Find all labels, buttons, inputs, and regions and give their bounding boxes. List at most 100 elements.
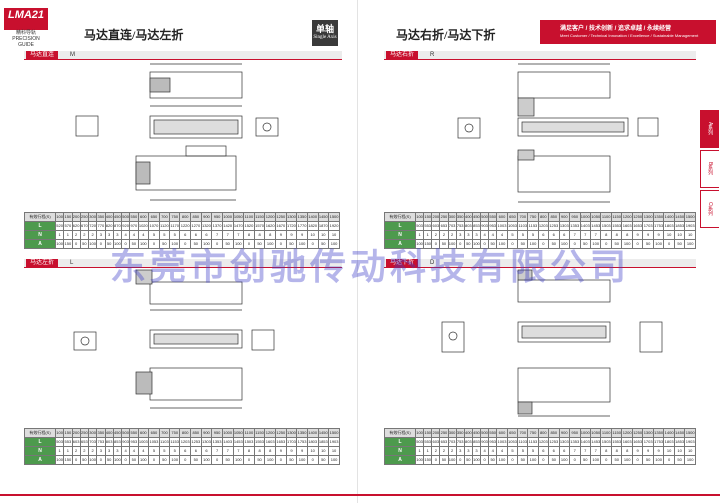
table-cell: 1653 [275, 437, 287, 447]
table-cell: 8 [253, 446, 266, 456]
table-cell: 820 [104, 221, 114, 231]
table-cell: 850 [548, 212, 560, 222]
table-cell: 400 [463, 428, 473, 438]
table-cell: 4 [137, 446, 150, 456]
table-cell: 1400 [306, 212, 319, 222]
axis-badge-en: Single Axis [313, 35, 337, 40]
table-cell: 200 [431, 212, 441, 222]
table-cell: 100 [232, 455, 245, 465]
table-cell: 1450 [673, 428, 686, 438]
table-cell: 1500 [328, 212, 340, 222]
table-cell: 50 [190, 239, 202, 249]
table-cell: 5 [506, 446, 519, 456]
table-cell: 1020 [137, 221, 150, 231]
table-cell: 1000 [221, 428, 234, 438]
section-bar-right-fold: 马达右折 R [384, 51, 696, 60]
table-cell: 150 [423, 212, 433, 222]
table-cell: 1353 [568, 221, 581, 231]
table-cell: 100 [684, 239, 696, 249]
table-cell: 1100 [600, 428, 612, 438]
section-bar-down-fold: 马达下折 D [384, 259, 696, 268]
table-cell: 1203 [537, 437, 550, 447]
tab-a-series[interactable]: A系列 [700, 110, 719, 148]
table-cell: 950 [211, 428, 223, 438]
table-cell: 800 [537, 212, 550, 222]
table-cell: 1603 [621, 437, 633, 447]
tab-c-series[interactable]: C系列 [700, 190, 719, 228]
table-cell: 753 [96, 437, 106, 447]
table-cell: 570 [63, 221, 73, 231]
table-cell: 503 [414, 221, 425, 231]
table-cell: 1 [54, 446, 65, 456]
table-cell: 1200 [264, 428, 276, 438]
drawing-direct-front [75, 115, 279, 139]
table-cell: 900 [200, 212, 213, 222]
table-cell: 50 [673, 239, 686, 249]
table-cell: 100 [414, 455, 425, 465]
table-cell: 1820 [306, 221, 319, 231]
table-cell: 400 [104, 428, 114, 438]
table-cell: 803 [463, 437, 473, 447]
table-cell: 1453 [589, 221, 602, 231]
table-cell: 1250 [275, 212, 287, 222]
table-cell: 500 [479, 428, 490, 438]
table-cell: 0 [120, 455, 131, 465]
axis-badge-cn: 单轴 [315, 24, 334, 34]
table-cell: 450 [112, 212, 123, 222]
table-cell: 650 [506, 428, 519, 438]
table-cell: 5 [517, 446, 529, 456]
drawing-left-side [135, 367, 243, 409]
table-cell: 1753 [652, 221, 665, 231]
table-cell: 50 [548, 455, 560, 465]
table-cell: 100 [296, 455, 308, 465]
table-cell: 100 [200, 239, 213, 249]
table-cell: 0 [71, 455, 81, 465]
table-cell: 0 [306, 455, 319, 465]
table-cell: 803 [104, 437, 114, 447]
table-cell: 0 [275, 455, 287, 465]
table-cell: 1 [423, 446, 433, 456]
table-cell: 300 [87, 428, 98, 438]
table-cell: 753 [455, 437, 465, 447]
table-cell: 1803 [306, 437, 319, 447]
table-cell: 200 [71, 212, 81, 222]
table-cell: 1150 [253, 212, 266, 222]
table-cell: 1503 [600, 437, 612, 447]
table-cell: 1853 [673, 221, 686, 231]
table-cell: 450 [112, 428, 123, 438]
table-cell: 400 [463, 212, 473, 222]
table-cell: 953 [129, 437, 139, 447]
table-cell: 920 [120, 221, 131, 231]
table-cell: 1250 [275, 428, 287, 438]
table-cell: 100 [169, 239, 181, 249]
table-cell: 1670 [275, 221, 287, 231]
table-cell: 1400 [663, 212, 675, 222]
table-cell: 1453 [589, 437, 602, 447]
table-cell: 50 [221, 239, 234, 249]
table-cell: 0 [479, 455, 490, 465]
table-cell: 2 [87, 446, 98, 456]
table-cell: 100 [496, 455, 508, 465]
table-cell: 150 [63, 455, 73, 465]
table-cell: 0 [243, 239, 255, 249]
table-cell: 1 [414, 446, 425, 456]
slogan-en: Meet Customer / Technical Innovation / E… [560, 33, 699, 38]
table-cell: 503 [414, 437, 425, 447]
table-cell: 1270 [190, 221, 202, 231]
table-cell: 350 [455, 428, 465, 438]
section-label-right-fold: 马达右折 [386, 51, 419, 59]
section-label-left-fold: 马达左折 [26, 259, 59, 267]
table-cell: 10 [684, 446, 696, 456]
table-cell: 1653 [631, 221, 644, 231]
table-cell: 900 [558, 428, 571, 438]
tab-b-series[interactable]: B系列 [700, 150, 719, 188]
drawing-direct-side [135, 145, 237, 201]
table-cell: 1220 [179, 221, 191, 231]
left-page-title: 马达直连/马达左折 [84, 28, 184, 42]
table-cell: 100 [447, 455, 457, 465]
table-cell: 100 [652, 455, 665, 465]
table-cell: 1553 [253, 437, 266, 447]
